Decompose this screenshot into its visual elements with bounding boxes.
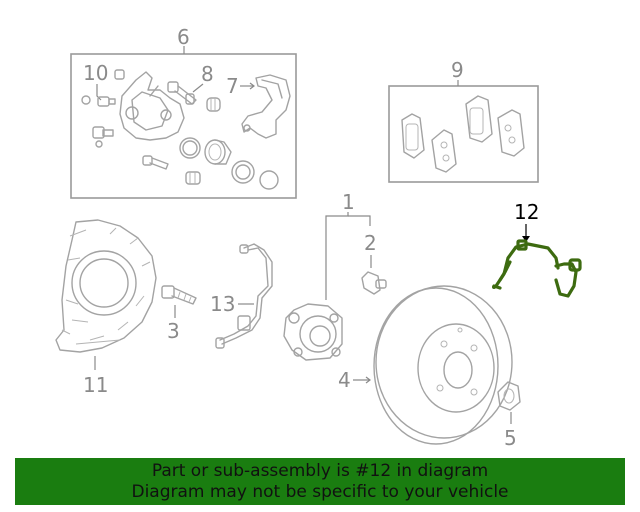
callout-12[interactable]: 12	[514, 200, 539, 224]
caliper-kit-group: 6 10 8	[70, 25, 297, 199]
bleeder-screw	[81, 69, 125, 107]
wheel-stud	[361, 271, 387, 295]
callout-1[interactable]: 1	[342, 190, 355, 214]
hub-bearing-assembly	[283, 303, 343, 361]
callout-5[interactable]: 5	[504, 426, 517, 450]
callout-11[interactable]: 11	[83, 373, 108, 397]
brake-pad-outer-right	[497, 109, 525, 157]
piston-seal	[179, 137, 201, 159]
hub-nut	[497, 381, 521, 411]
brake-rotor	[373, 285, 513, 445]
callout-3[interactable]: 3	[167, 319, 180, 343]
banner-line-part: Part or sub-assembly is #12 in diagram	[151, 460, 489, 481]
callout-13[interactable]: 13	[210, 292, 235, 316]
dust-shield	[55, 219, 157, 353]
callout-10[interactable]: 10	[83, 61, 108, 85]
banner-line-disclaimer: Diagram may not be specific to your vehi…	[131, 481, 509, 502]
brake-pad-inner-right	[465, 95, 493, 143]
callout-8[interactable]: 8	[201, 62, 214, 86]
caliper-piston	[204, 139, 232, 165]
callout-4[interactable]: 4	[338, 368, 351, 392]
dust-seal-ring	[259, 170, 279, 190]
brake-hose[interactable]	[492, 239, 582, 298]
piston-boot	[231, 160, 255, 184]
abs-sensor	[215, 243, 273, 349]
slide-pin	[167, 81, 221, 112]
callout-7[interactable]: 7	[226, 74, 239, 98]
brake-pad-box	[388, 85, 539, 183]
guide-pin-lower	[142, 155, 201, 185]
info-banner: Part or sub-assembly is #12 in diagram D…	[15, 458, 625, 505]
parts-diagram: 6 10 8	[55, 25, 582, 450]
caliper-bolt	[92, 126, 114, 148]
callout-2[interactable]: 2	[364, 231, 377, 255]
brake-pad-group: 9	[388, 58, 539, 183]
hub-bolt	[161, 285, 197, 305]
caliper-body	[119, 71, 185, 141]
caliper-mounting-bracket	[241, 74, 291, 139]
callout-6[interactable]: 6	[177, 25, 190, 49]
brake-pad-outer-left	[431, 129, 457, 173]
brake-pad-inner-left	[401, 113, 425, 159]
callout-9[interactable]: 9	[451, 58, 464, 82]
